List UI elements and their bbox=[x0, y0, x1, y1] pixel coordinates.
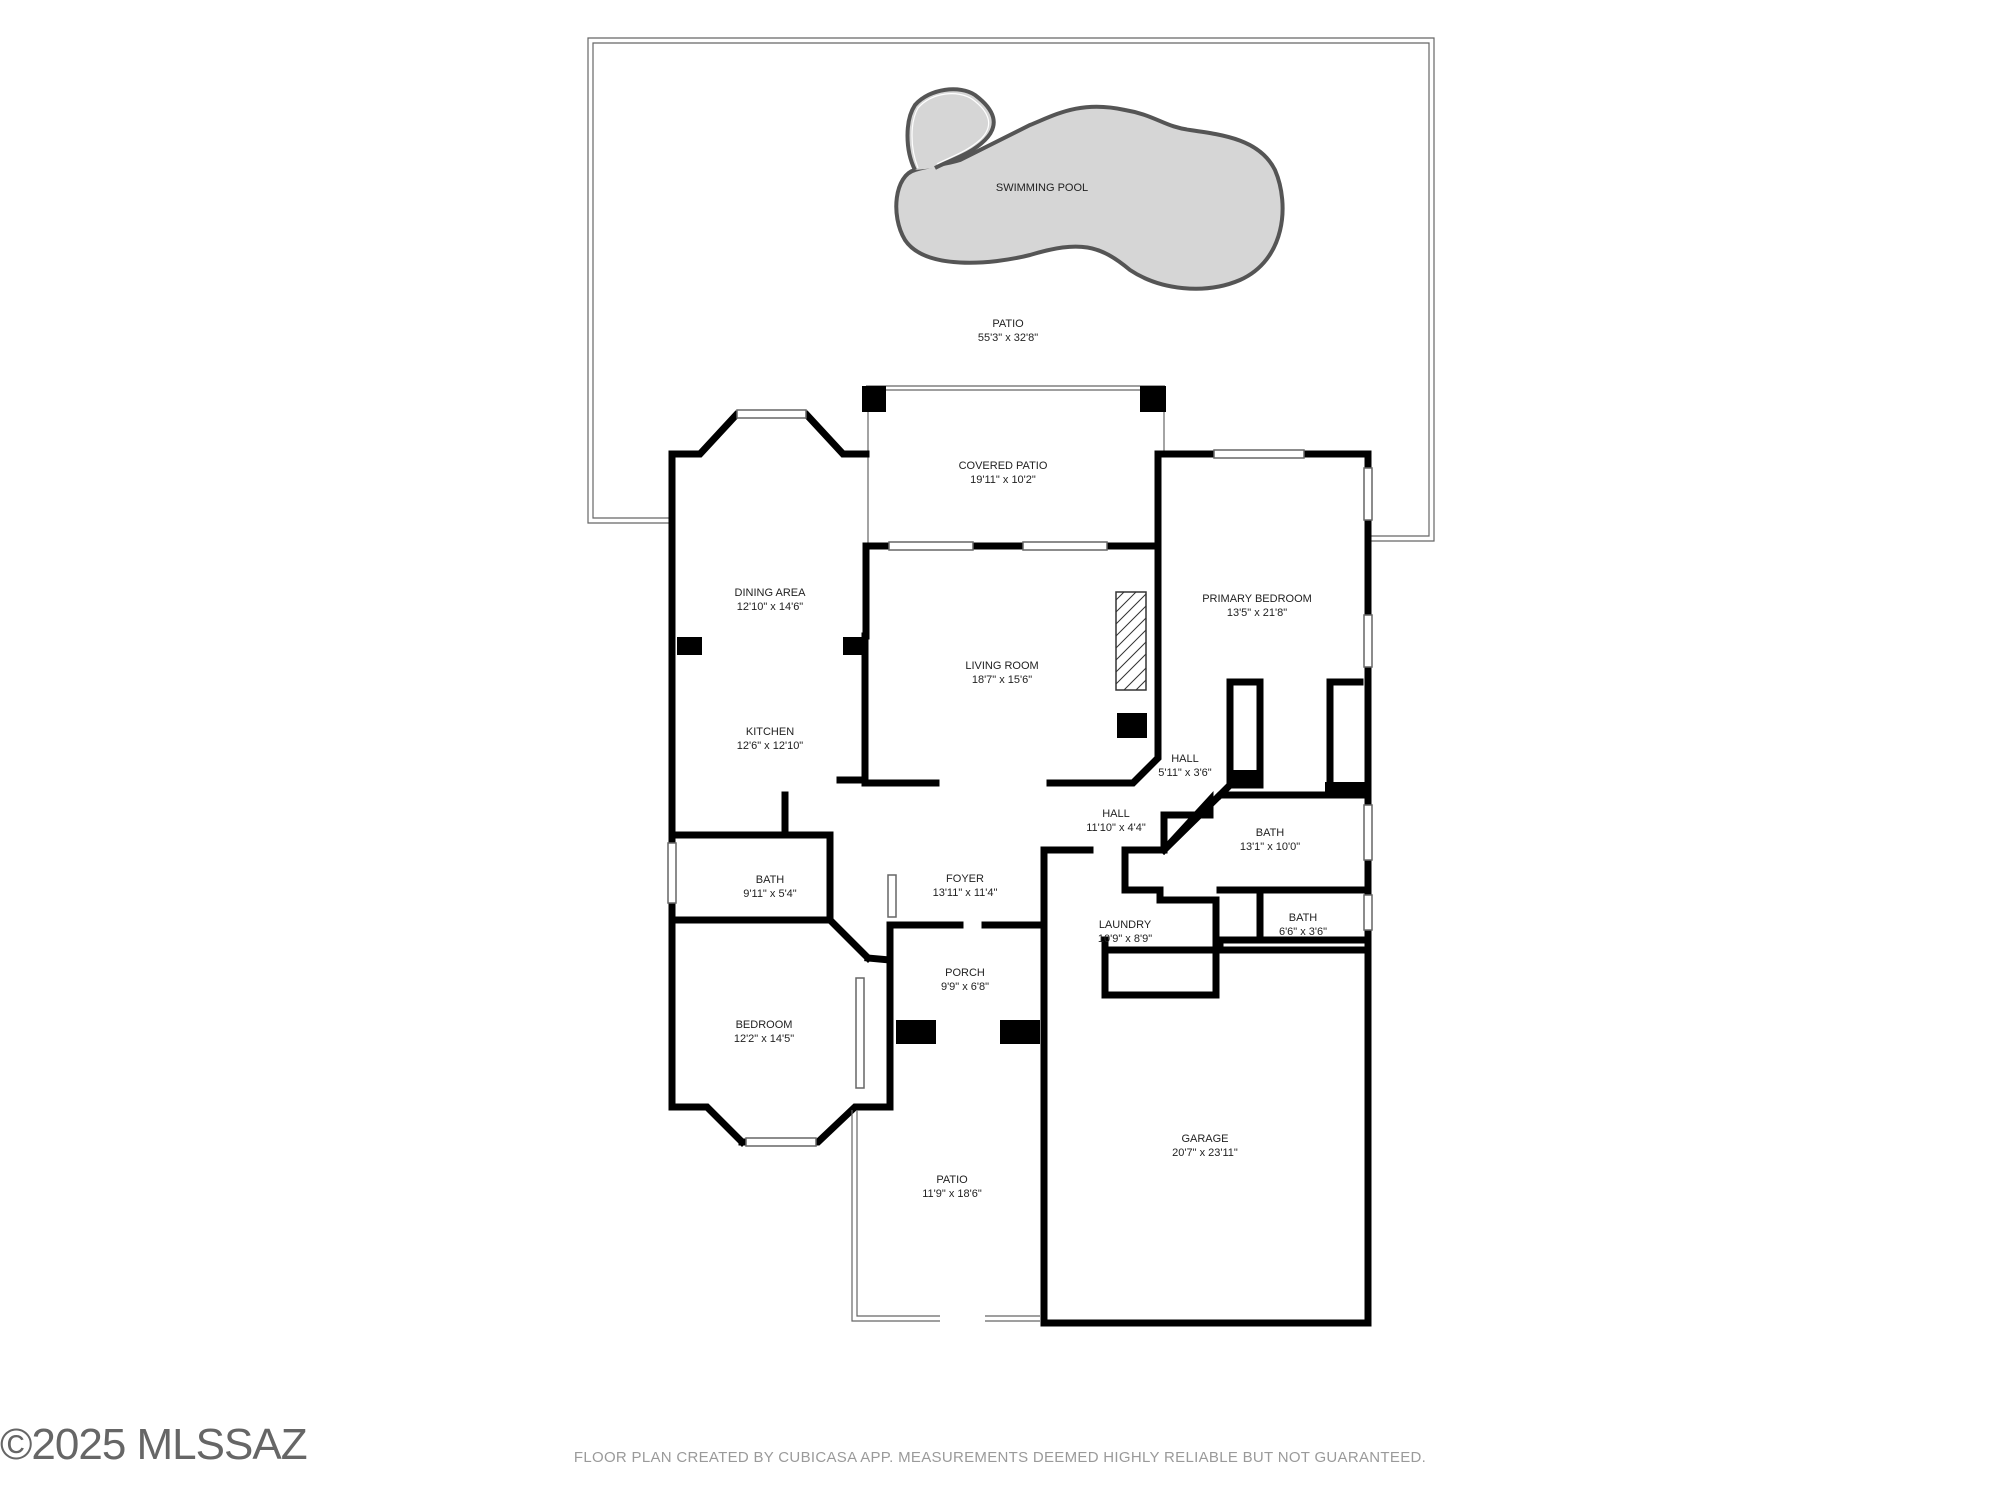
living-room-name: LIVING ROOM bbox=[965, 660, 1038, 672]
patio-back-name: PATIO bbox=[992, 318, 1024, 330]
bedroom-dims: 12'2" x 14'5" bbox=[734, 1033, 794, 1045]
porch-dims: 9'9" x 6'8" bbox=[941, 981, 989, 993]
garage-name: GARAGE bbox=[1181, 1133, 1228, 1145]
footer-disclaimer: FLOOR PLAN CREATED BY CUBICASA APP. MEAS… bbox=[573, 1449, 1427, 1466]
front-patio-outline bbox=[851, 1110, 1040, 1322]
bath-left-name: BATH bbox=[756, 874, 785, 886]
walls bbox=[668, 410, 1372, 1327]
kitchen-dims: 12'6" x 12'10" bbox=[737, 740, 804, 752]
dining-area-dims: 12'10" x 14'6" bbox=[737, 601, 804, 613]
living-room-dims: 18'7" x 15'6" bbox=[972, 674, 1032, 686]
copyright-watermark: ©2025 MLSSAZ bbox=[0, 1420, 308, 1469]
dining-area-name: DINING AREA bbox=[735, 587, 807, 599]
patio-front-name: PATIO bbox=[936, 1174, 968, 1186]
swimming-pool-name: SWIMMING POOL bbox=[996, 182, 1088, 194]
foyer-name: FOYER bbox=[946, 873, 984, 885]
laundry-dims: 10'9" x 8'9" bbox=[1098, 933, 1152, 945]
foyer-dims: 13'11" x 11'4" bbox=[933, 887, 998, 899]
patio-front-dims: 11'9" x 18'6" bbox=[922, 1188, 982, 1200]
kitchen-name: KITCHEN bbox=[746, 726, 794, 738]
hall-small-dims: 5'11" x 3'6" bbox=[1158, 767, 1211, 779]
bath-small-name: BATH bbox=[1289, 912, 1318, 924]
fireplace bbox=[1115, 591, 1147, 691]
laundry-name: LAUNDRY bbox=[1099, 919, 1152, 931]
bedroom-name: BEDROOM bbox=[736, 1019, 793, 1031]
bath-primary-name: BATH bbox=[1256, 827, 1285, 839]
hall-small-name: HALL bbox=[1171, 753, 1199, 765]
covered-patio-dims: 19'11" x 10'2" bbox=[970, 474, 1036, 486]
primary-bedroom-name: PRIMARY BEDROOM bbox=[1202, 593, 1312, 605]
swimming-pool-shape bbox=[894, 87, 1285, 291]
covered-patio-name: COVERED PATIO bbox=[959, 460, 1048, 472]
hall-main-name: HALL bbox=[1102, 808, 1130, 820]
garage-dims: 20'7" x 23'11" bbox=[1172, 1147, 1238, 1159]
hall-main-dims: 11'10" x 4'4" bbox=[1086, 822, 1146, 834]
windows bbox=[667, 409, 1373, 1147]
covered-patio-structure bbox=[862, 385, 1166, 545]
primary-bedroom-dims: 13'5" x 21'8" bbox=[1227, 607, 1287, 619]
patio-outline bbox=[587, 37, 1435, 542]
wall-blocks bbox=[677, 637, 1368, 1044]
bath-small-dims: 6'6" x 3'6" bbox=[1279, 926, 1327, 938]
patio-back-dims: 55'3" x 32'8" bbox=[978, 332, 1038, 344]
bath-primary-dims: 13'1" x 10'0" bbox=[1240, 841, 1300, 853]
bath-left-dims: 9'11" x 5'4" bbox=[743, 888, 796, 900]
porch-name: PORCH bbox=[945, 967, 985, 979]
